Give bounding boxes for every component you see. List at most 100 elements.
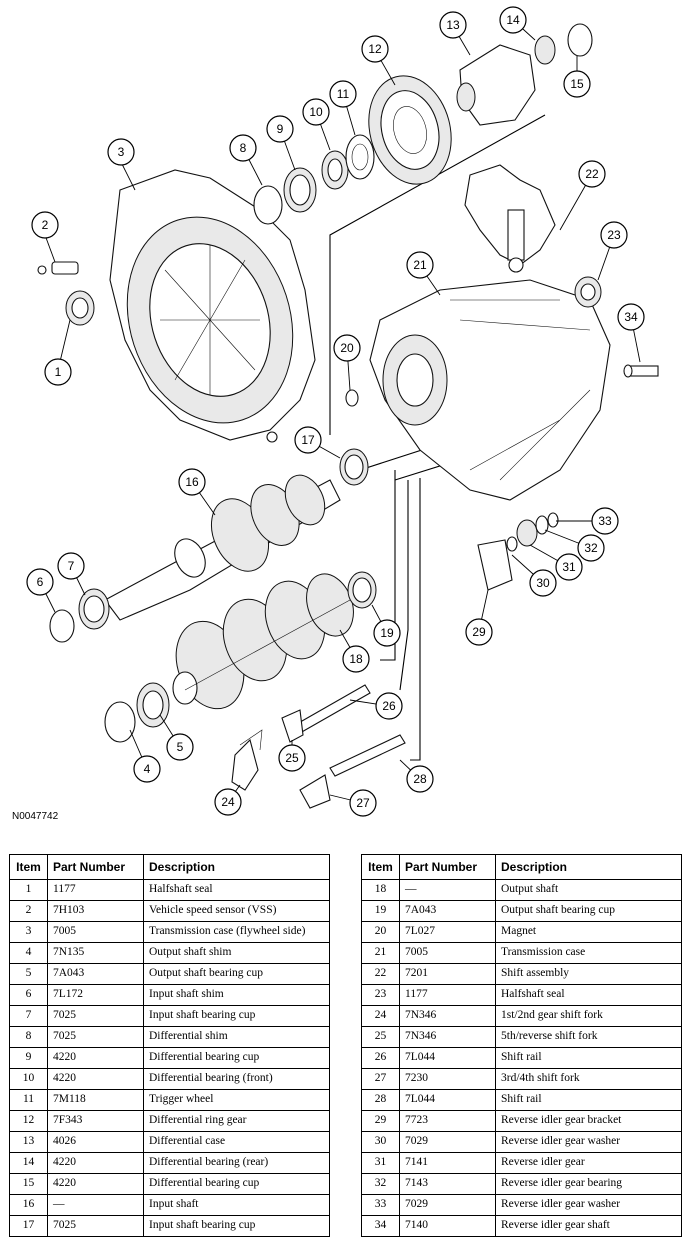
cell-part-number: 7N135: [47, 942, 144, 964]
header-item: Item: [9, 854, 48, 880]
cell-part-number: 7A043: [47, 963, 144, 985]
cell-item: 27: [361, 1068, 400, 1090]
svg-text:13: 13: [446, 18, 460, 32]
cell-part-number: 7025: [47, 1026, 144, 1048]
reverse-idler-shaft-part: [623, 364, 659, 378]
callout-12: 12: [361, 35, 389, 63]
header-description: Description: [143, 854, 330, 880]
callout-14: 14: [499, 6, 527, 34]
svg-text:21: 21: [413, 258, 427, 272]
callout-4: 4: [133, 755, 161, 783]
cell-part-number: 7L172: [47, 984, 144, 1006]
cell-item: 8: [9, 1026, 48, 1048]
cell-description: Differential case: [143, 1131, 330, 1153]
cell-item: 12: [9, 1110, 48, 1132]
callout-17: 17: [294, 426, 322, 454]
svg-text:30: 30: [536, 576, 550, 590]
cell-part-number: 7005: [47, 921, 144, 943]
ring-gear-part: [368, 75, 452, 185]
cell-part-number: 7L027: [399, 921, 496, 943]
cell-item: 2: [9, 900, 48, 922]
header-part-number: Part Number: [47, 854, 144, 880]
flywheel-case-part: [109, 169, 316, 443]
reverse-idler-bracket-part: [477, 539, 513, 591]
cell-item: 16: [9, 1194, 48, 1216]
output-shaft-bearing-cup-part: [347, 571, 377, 609]
reverse-idler-bearing-part: [535, 515, 549, 535]
cell-description: Magnet: [495, 921, 682, 943]
cell-part-number: 1177: [47, 879, 144, 901]
cell-item: 30: [361, 1131, 400, 1153]
cell-part-number: 4220: [47, 1068, 144, 1090]
cell-description: Trigger wheel: [143, 1089, 330, 1111]
cell-description: Differential shim: [143, 1026, 330, 1048]
header-part-number: Part Number: [399, 854, 496, 880]
cell-description: Transmission case (flywheel side): [143, 921, 330, 943]
cell-item: 1: [9, 879, 48, 901]
svg-text:18: 18: [349, 652, 363, 666]
cell-description: Differential ring gear: [143, 1110, 330, 1132]
differential-bearing-rear-part: [534, 35, 556, 65]
cell-part-number: 7141: [399, 1152, 496, 1174]
svg-text:31: 31: [562, 560, 576, 574]
svg-text:20: 20: [340, 341, 354, 355]
cell-description: 1st/2nd gear shift fork: [495, 1005, 682, 1027]
cell-description: Transmission case: [495, 942, 682, 964]
cell-part-number: 7140: [399, 1215, 496, 1237]
differential-case-part: [456, 44, 536, 126]
svg-text:2: 2: [42, 218, 49, 232]
cell-description: Differential bearing (front): [143, 1068, 330, 1090]
table-row: 16—Input shaft: [9, 1194, 330, 1216]
table-header-row: Item Part Number Description: [361, 854, 682, 880]
cell-part-number: 7L044: [399, 1089, 496, 1111]
callout-9: 9: [266, 115, 294, 143]
cell-item: 28: [361, 1089, 400, 1111]
cell-description: Input shaft shim: [143, 984, 330, 1006]
callout-15: 15: [563, 70, 591, 98]
callout-19: 19: [373, 619, 401, 647]
svg-text:17: 17: [301, 433, 315, 447]
callout-11: 11: [329, 80, 357, 108]
callout-26: 26: [375, 692, 403, 720]
cell-part-number: 7N346: [399, 1005, 496, 1027]
cell-item: 20: [361, 921, 400, 943]
trigger-wheel-part: [345, 134, 375, 180]
halfshaft-seal-part: [65, 290, 95, 326]
cell-part-number: 7143: [399, 1173, 496, 1195]
cell-item: 4: [9, 942, 48, 964]
differential-shim-part: [253, 185, 283, 225]
input-shaft-bearing-cup-lh-part: [78, 588, 110, 630]
svg-text:14: 14: [506, 13, 520, 27]
callout-22: 22: [578, 160, 606, 188]
cell-item: 26: [361, 1047, 400, 1069]
svg-text:23: 23: [607, 228, 621, 242]
callout-10: 10: [302, 98, 330, 126]
shift-fork-1-2-part: [231, 729, 263, 791]
cell-item: 15: [9, 1173, 48, 1195]
cell-part-number: 7201: [399, 963, 496, 985]
cell-description: Reverse idler gear bearing: [495, 1173, 682, 1195]
callout-23: 23: [600, 221, 628, 249]
cell-description: Reverse idler gear: [495, 1152, 682, 1174]
reverse-idler-gear-part: [516, 519, 538, 547]
svg-text:4: 4: [144, 762, 151, 776]
cell-part-number: 7H103: [47, 900, 144, 922]
svg-text:10: 10: [309, 105, 323, 119]
cell-part-number: 4220: [47, 1047, 144, 1069]
callout-32: 32: [577, 534, 605, 562]
cell-description: Differential bearing (rear): [143, 1152, 330, 1174]
